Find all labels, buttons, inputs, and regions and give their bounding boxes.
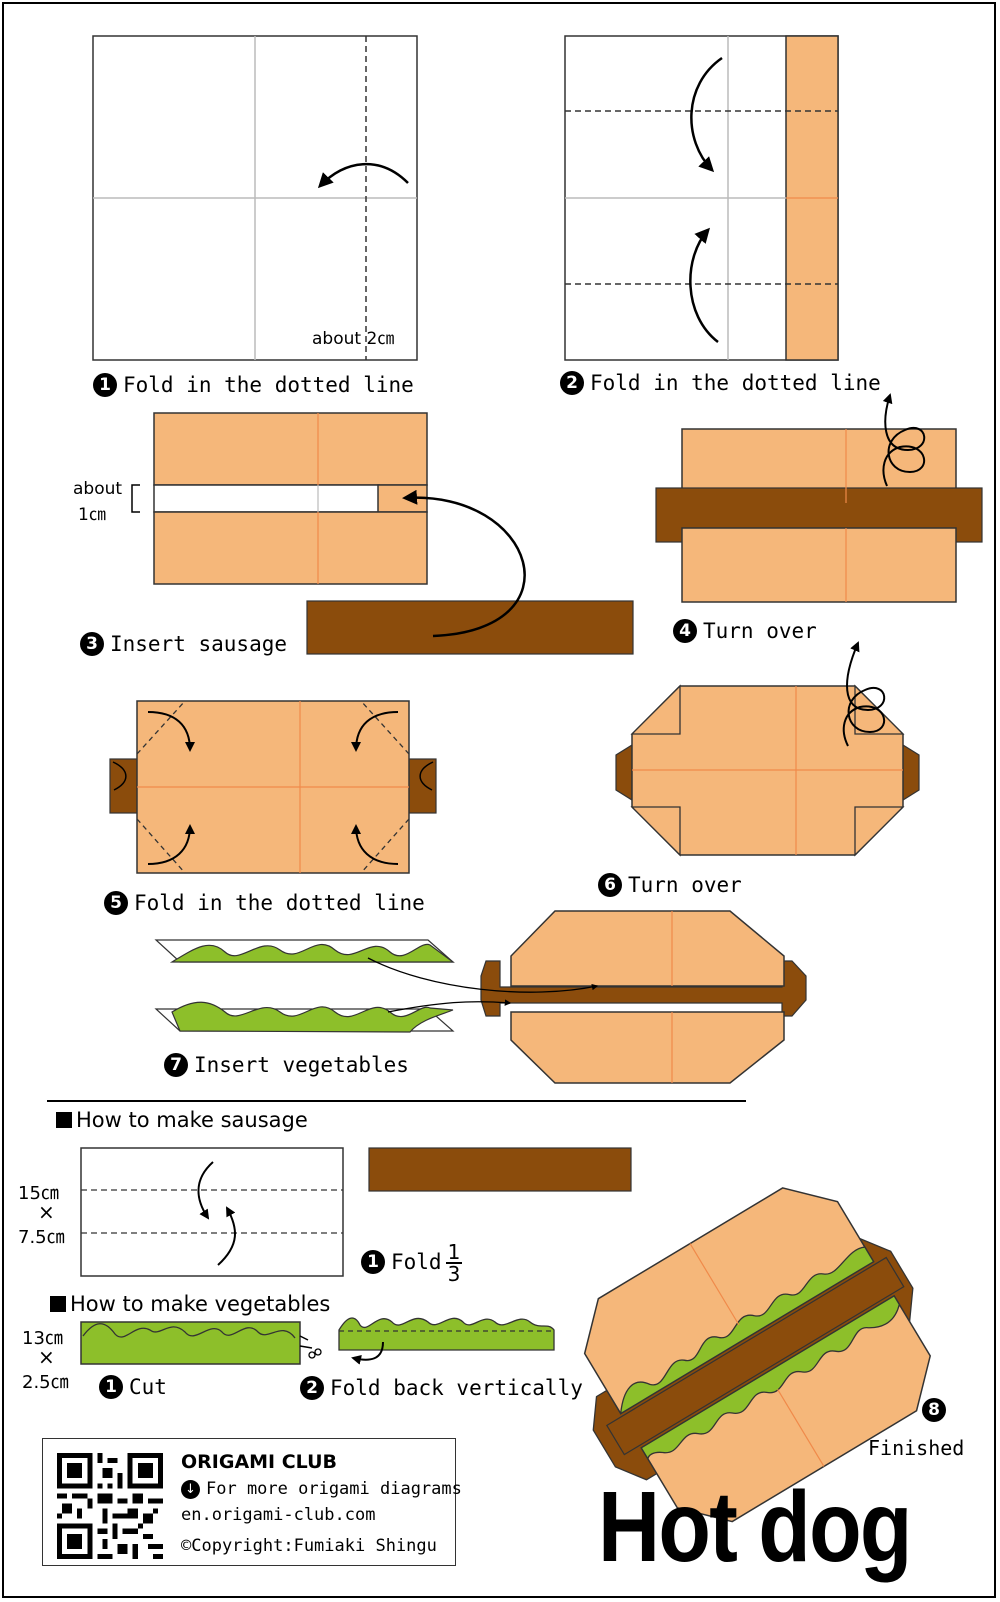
sausage-size-h: 7.5㎝ [18,1227,65,1248]
credit-org: ORIGAMI CLUB [181,1451,338,1473]
credit-line1: ↓For more origami diagrams [181,1479,462,1499]
step4-diagram [655,393,983,603]
page-title: Hot dog [598,1471,912,1583]
step5-diagram [109,700,437,874]
down-arrow-icon: ↓ [181,1480,200,1499]
qr-code[interactable] [57,1453,163,1559]
step8-number: 8 [922,1398,952,1422]
credit-url[interactable]: en.origami-club.com [181,1505,376,1525]
step3-note-size: 1㎝ [78,505,106,525]
sausage-size-w: 15㎝ [18,1183,59,1204]
finished-hotdog [583,1187,932,1523]
step2-diagram [564,35,839,361]
step3-note-about: about [73,479,123,499]
vegetables-size-w: 13㎝ [22,1328,63,1349]
vegetables-heading: How to make vegetables [50,1292,330,1316]
step8-label: Finished [868,1436,965,1460]
credit-copyright: ©Copyright:Fumiaki Shingu [181,1536,437,1556]
step1-note: about 2㎝ [312,329,395,349]
sausage-heading: How to make sausage [56,1108,308,1132]
vegetables-size-x: × [38,1345,55,1369]
sausage-diagram [80,1147,632,1277]
vegetables-diagram [80,1317,555,1365]
sausage-size-x: × [38,1200,55,1224]
step6-diagram [615,641,920,857]
step1-diagram [92,35,418,361]
vegetables-size-h: 2.5㎝ [22,1372,69,1393]
step7-diagram [154,910,807,1084]
step3-diagram [131,412,634,655]
credit-box: ORIGAMI CLUB ↓For more origami diagrams … [42,1438,462,1566]
